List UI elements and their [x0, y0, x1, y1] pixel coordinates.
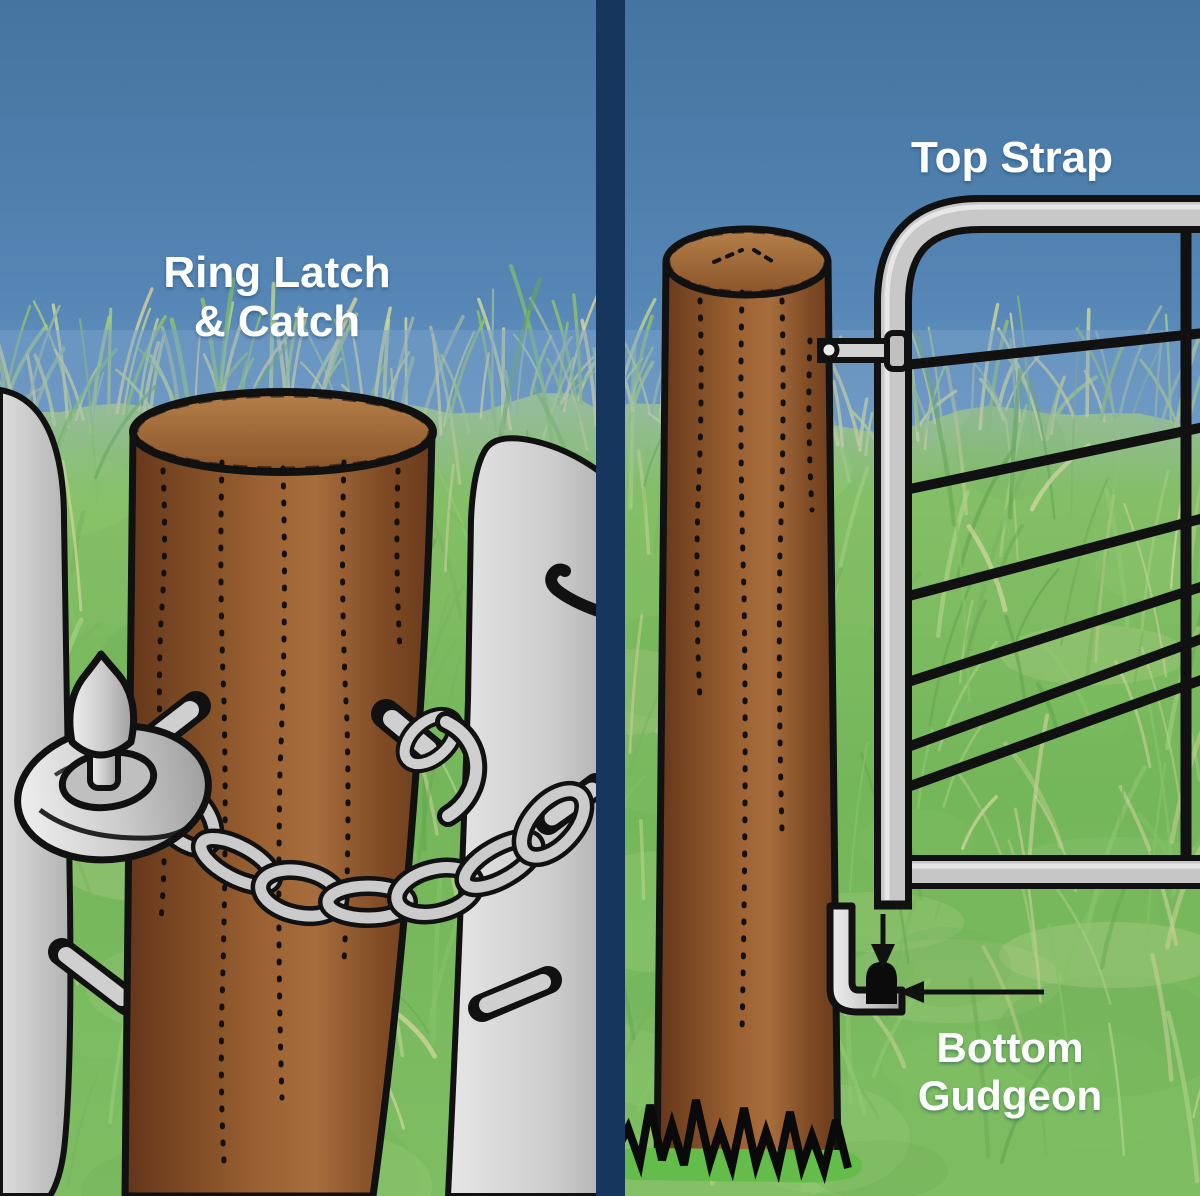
gate-hook-curl [545, 563, 598, 618]
latch-pin-knob [66, 650, 138, 759]
strap-bolt [818, 339, 840, 361]
gate-frame-tube [874, 195, 1200, 910]
ring-latch [14, 650, 212, 864]
top-strap-bracket [817, 330, 910, 372]
label-bottom-gudgeon-line2: Gudgeon [918, 1072, 1102, 1119]
gate-rail-stub-right [468, 966, 562, 1022]
wooden-post-right-panel [653, 225, 842, 1172]
left-panel [0, 386, 598, 1196]
panel-divider [596, 0, 625, 1196]
wood-grain-dots [694, 289, 815, 1035]
gate-rail-stub-left [48, 938, 142, 1016]
wooden-post-left-panel [121, 388, 437, 1196]
bottom-gudgeon-bracket [826, 902, 906, 1016]
label-ring-latch-line1: Ring Latch [163, 248, 390, 297]
left-arrow-icon [898, 981, 1044, 1003]
down-arrow-icon [871, 914, 895, 970]
gate-rails [903, 328, 1200, 793]
gate-bottom-rail [890, 855, 1200, 889]
right-panel [623, 195, 1200, 1185]
label-ring-latch-line2: & Catch [194, 297, 360, 346]
label-bottom-gudgeon-line1: Bottom [937, 1024, 1084, 1071]
grass-tuft-silhouette [623, 1099, 862, 1185]
gudgeon-pin [866, 962, 897, 1004]
catch-assembly [371, 699, 488, 827]
label-top-strap: Top Strap [911, 133, 1113, 182]
